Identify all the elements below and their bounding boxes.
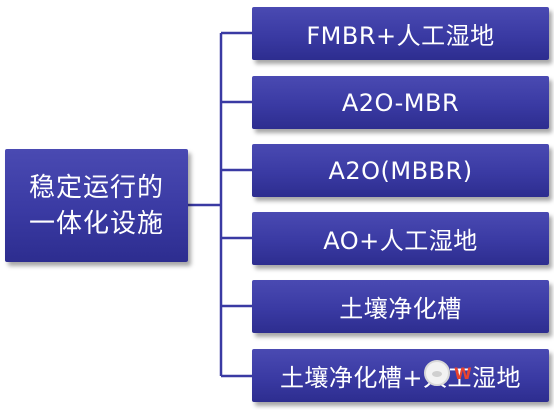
leaf-node-label: A2O(MBBR) xyxy=(328,156,473,185)
root-node: 稳定运行的 一体化设施 xyxy=(5,149,188,262)
leaf-node-label: 土壤净化槽+人工湿地 xyxy=(279,364,522,392)
leaf-node-soil-purification-tank: 土壤净化槽 xyxy=(252,280,549,333)
leaf-node-a2o-mbr: A2O-MBR xyxy=(252,76,549,129)
watermark: W xyxy=(424,356,546,390)
leaf-node-label: 土壤净化槽 xyxy=(339,295,462,323)
root-node-line-2: 一体化设施 xyxy=(28,208,164,239)
leaf-node-fmbr-wetland: FMBR+人工湿地 xyxy=(252,7,549,60)
root-node-line-1: 稳定运行的 xyxy=(28,172,164,203)
watermark-logo-icon: W xyxy=(454,363,472,383)
leaf-node-label: AO+人工湿地 xyxy=(323,227,478,255)
leaf-node-label: A2O-MBR xyxy=(341,88,460,117)
leaf-node-ao-wetland: AO+人工湿地 xyxy=(252,212,549,265)
leaf-node-soil-tank-wetland: 土壤净化槽+人工湿地 xyxy=(252,349,549,402)
leaf-node-a2o-mbbr: A2O(MBBR) xyxy=(252,144,549,197)
wechat-icon xyxy=(424,360,450,386)
leaf-node-label: FMBR+人工湿地 xyxy=(306,22,495,50)
